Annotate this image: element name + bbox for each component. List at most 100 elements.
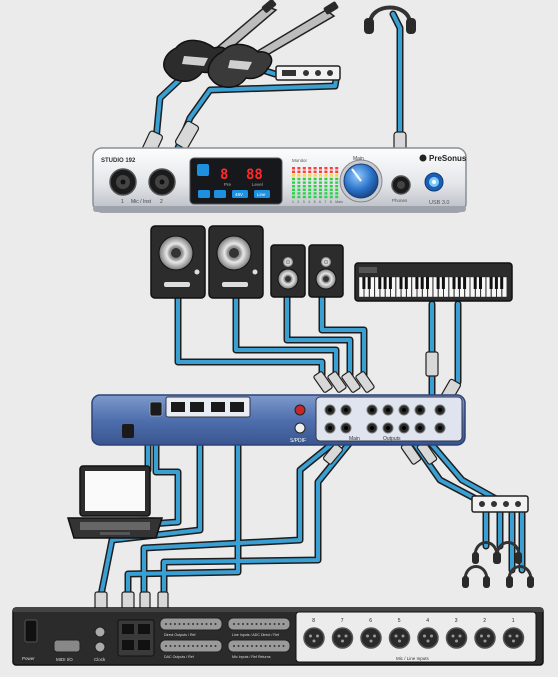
xlr-input: 2: [474, 618, 496, 649]
studio-monitor-small: [308, 244, 344, 298]
trs-jack: [366, 422, 378, 434]
line-button[interactable]: [254, 190, 270, 198]
audio-interface-front: STUDIO 192 1 Mic / Inst 2 8 88 Pre Level…: [92, 147, 467, 213]
meter-label: Main: [335, 200, 343, 204]
db25-connector: DAC Outputs / Ref: [159, 639, 223, 659]
db25-connector: Direct Outputs / Ref: [159, 617, 223, 637]
trs-jack: [382, 404, 394, 416]
main-volume-knob[interactable]: [339, 159, 383, 203]
xlr-channel-number: 8: [312, 618, 315, 624]
monitor-label: Monitor: [292, 158, 308, 163]
rack-interface-rear: Power MIDI I/O Clock Direct Outputs / Re…: [12, 607, 544, 666]
black-key: [500, 277, 504, 289]
meter-column: Main: [335, 167, 343, 204]
xlr-channel-number: 2: [483, 618, 486, 624]
phones-label: Phones: [392, 198, 408, 203]
meter-label: 3: [303, 200, 305, 204]
trs-jack: [340, 422, 352, 434]
black-key: [457, 277, 461, 289]
combo-input-2: [148, 168, 176, 196]
left-arrow-button[interactable]: [198, 190, 210, 198]
xlr-channel-number: 6: [369, 618, 372, 624]
line-button-label: Line: [257, 192, 266, 197]
interface-model-label: STUDIO 192: [101, 158, 136, 164]
studio-monitor-large: [150, 225, 206, 299]
black-key: [479, 277, 482, 289]
black-key: [420, 277, 424, 289]
bnc-clock-out: [94, 641, 106, 653]
headphones-icon: [364, 5, 416, 34]
meter-label: 1: [292, 200, 294, 204]
xlr-channel-number: 4: [426, 618, 429, 624]
headphones-set-icon: [462, 541, 534, 588]
phantom-power-button[interactable]: [232, 190, 248, 198]
db25-connector: Line Inputs / ADC Direct / Ref: [227, 617, 291, 637]
midi-db9-port: [53, 639, 81, 653]
studio-monitor-small: [270, 244, 306, 298]
main-label: Main: [353, 156, 364, 162]
level-display-value: 88: [246, 167, 263, 183]
electric-guitar-icon: [207, 1, 339, 88]
spdif-label: S/PDIF: [290, 438, 306, 444]
pre-label: Pre: [224, 182, 232, 187]
black-key: [426, 277, 429, 289]
db25-connector: Mic Inputs / Ref Returns: [227, 639, 291, 659]
black-key: [452, 277, 456, 289]
right-arrow-button[interactable]: [214, 190, 226, 198]
black-key: [399, 277, 403, 289]
trs-jack: [434, 422, 446, 434]
usb-port: [149, 401, 163, 417]
xlr-channel-number: 5: [398, 618, 401, 624]
trs-jack: [324, 422, 336, 434]
meter-label: 4: [308, 200, 310, 204]
xlr-section: [295, 611, 537, 663]
rack-power-label: Power: [22, 656, 35, 661]
trs-jack: [398, 404, 410, 416]
black-key: [404, 277, 408, 289]
db25-label: DAC Outputs / Ref: [164, 655, 194, 659]
brand-label: PreSonus: [429, 154, 467, 163]
audio-interface-rear: S/PDIF Main Outputs: [91, 394, 466, 446]
meter-column: 3: [302, 167, 306, 204]
black-key: [367, 277, 371, 289]
db25-label: Line Inputs / ADC Direct / Ref: [232, 633, 279, 637]
input-1-label: 1: [121, 199, 124, 205]
interface-display: 8 88 Pre Level 48V Line: [189, 157, 283, 205]
xlr-channel-number: 7: [341, 618, 344, 624]
meter-column: 7: [324, 167, 328, 204]
headphone-jack: [391, 175, 411, 195]
trs-jack: [398, 422, 410, 434]
rear-main-label: Main: [349, 436, 360, 442]
xlr-input: 1: [502, 618, 525, 649]
xlr-input: 8: [303, 618, 325, 649]
black-key: [388, 277, 392, 289]
trs-jack: [414, 404, 426, 416]
black-key: [436, 277, 440, 289]
studio-monitor-large: [208, 225, 264, 299]
midi-ethernet-bay: [165, 396, 251, 418]
channel-display-value: 8: [220, 167, 228, 183]
xlr-channel-number: 1: [512, 618, 515, 624]
power-jack: [122, 424, 134, 438]
bnc-clock-in: [94, 626, 106, 638]
usb-led-icon: [424, 172, 444, 192]
laptop-computer-icon: [66, 465, 164, 539]
meter-column: 5: [313, 167, 317, 204]
headphones-icon: [506, 565, 534, 588]
input-2-label: 2: [160, 199, 163, 205]
headphones-icon: [494, 541, 522, 564]
db25-label: Mic Inputs / Ref Returns: [232, 655, 271, 659]
presonus-logo-icon: [419, 154, 427, 162]
phantom-power-label: 48V: [235, 192, 243, 197]
trs-jack: [366, 404, 378, 416]
trs-jack: [414, 422, 426, 434]
black-key: [489, 277, 493, 289]
spdif-connectors: [294, 404, 306, 434]
black-key: [473, 277, 477, 289]
electric-guitar-icon: [163, 0, 278, 82]
meter-column: 2: [297, 167, 301, 204]
xlr-input: 4: [417, 618, 439, 649]
black-key: [441, 277, 445, 289]
